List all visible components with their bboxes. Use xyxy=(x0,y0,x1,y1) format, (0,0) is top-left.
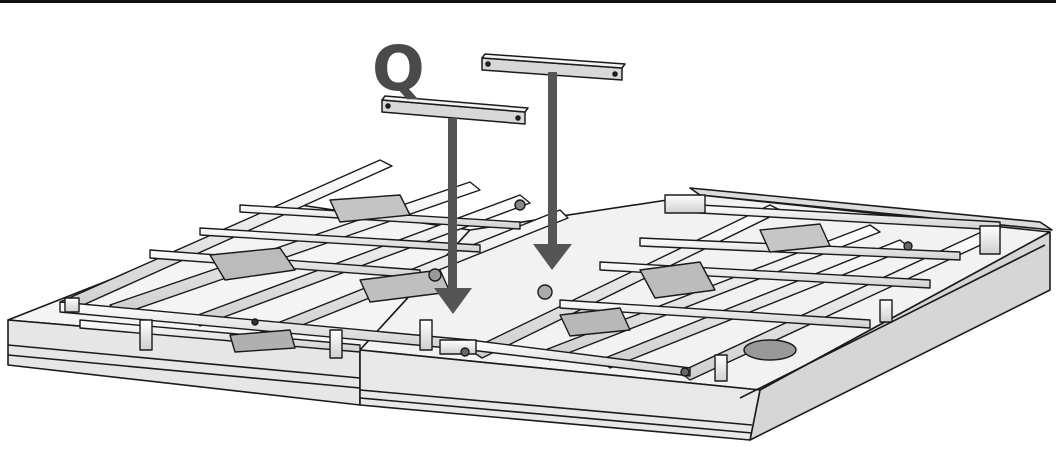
t-bar-front xyxy=(381,95,529,125)
top-border-line xyxy=(0,0,1056,3)
t-bar-back xyxy=(481,53,626,81)
insert-arrow-back xyxy=(533,72,572,270)
right-frame-section xyxy=(439,194,1001,382)
insert-arrow-front xyxy=(434,118,472,314)
left-frame-section xyxy=(59,159,569,359)
part-label-q: Q xyxy=(372,32,425,105)
